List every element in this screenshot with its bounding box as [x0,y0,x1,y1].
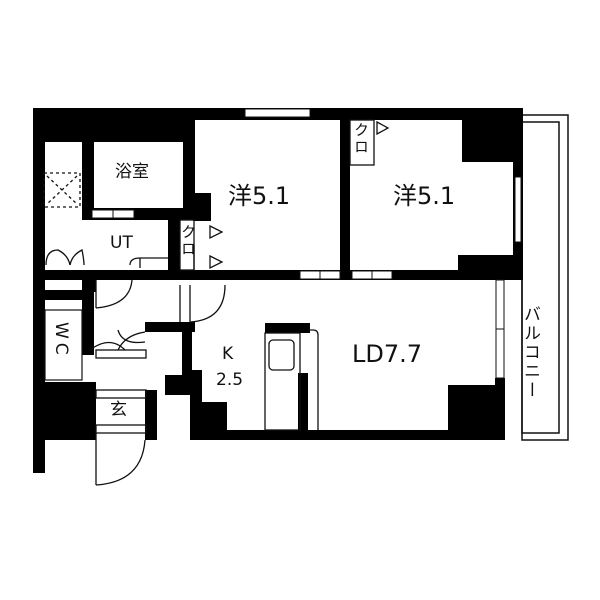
room-label-western-room-2: 洋5.1 [393,182,456,210]
room-label-kitchen-size: 2.5 [216,370,244,390]
room-label-balcony: バルコニー [520,305,540,400]
room-label-western-room-1: 洋5.1 [228,182,291,210]
room-label-kitchen-k: K [222,344,234,364]
room-label-bathroom: 浴室 [115,162,149,182]
room-label-toilet: WC [51,322,71,359]
room-label-closet-2: クロ [352,122,370,156]
room-label-utility: UT [110,233,133,253]
room-label-living-dining: LD7.7 [352,340,423,368]
walls [33,108,523,473]
windows [91,108,522,379]
toilet-room [44,309,83,381]
room-label-closet-1: クロ [179,224,197,258]
fixtures [43,119,390,486]
room-label-entrance: 玄 [110,400,127,420]
